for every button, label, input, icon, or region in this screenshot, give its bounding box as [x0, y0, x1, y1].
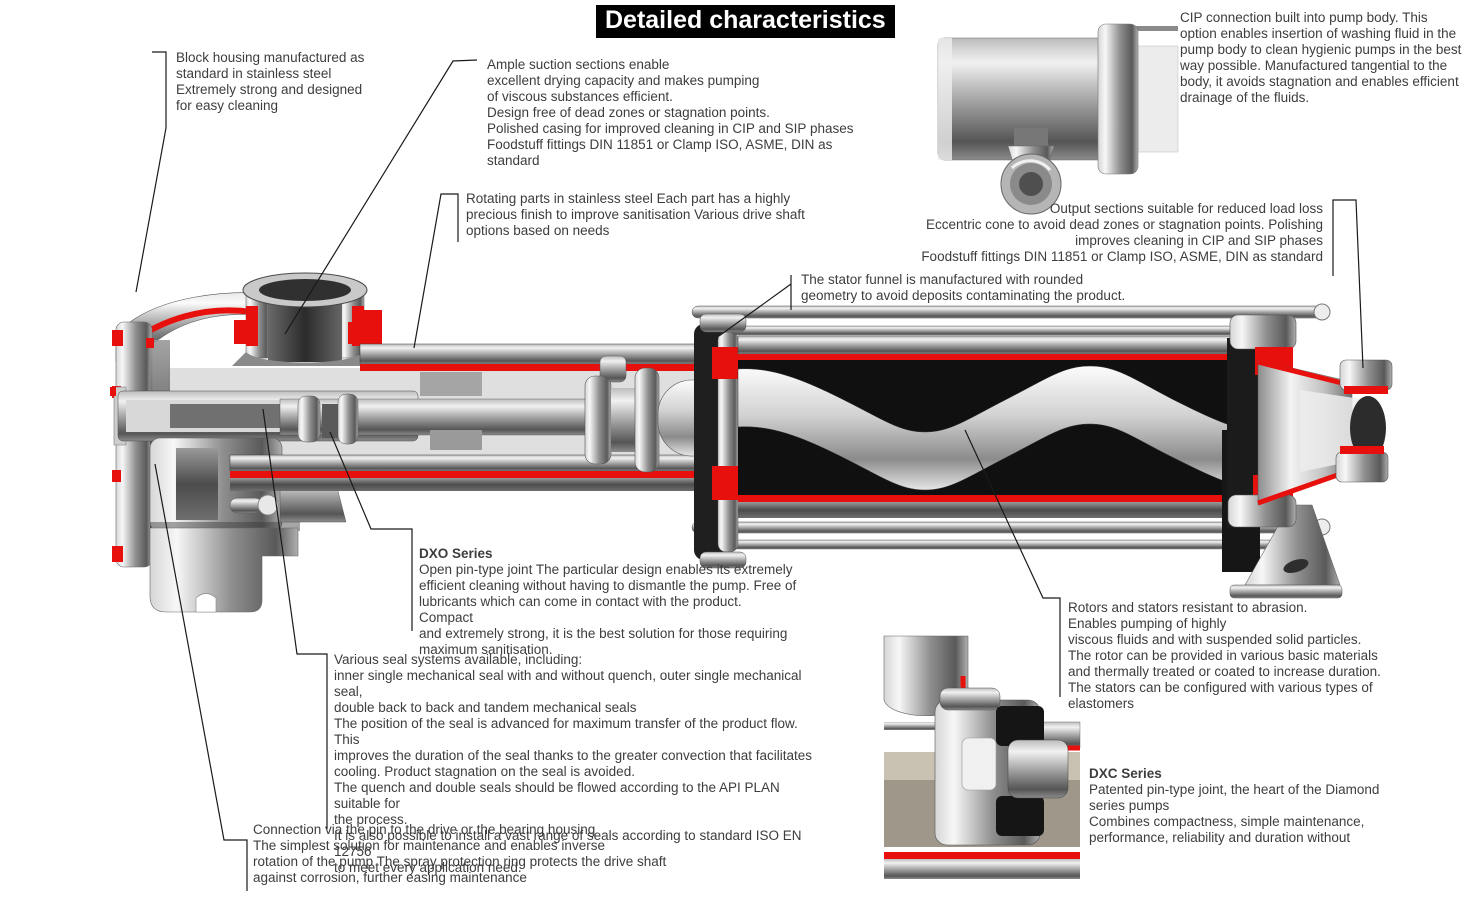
- annotation-suction: Ample suction sections enable excellent …: [487, 57, 854, 168]
- annotation-rotating-parts: Rotating parts in stainless steel Each p…: [466, 191, 805, 238]
- stator-front-flange: [694, 313, 747, 569]
- stator-and-rotor: [737, 335, 1259, 518]
- leader-suction: [284, 59, 478, 335]
- annotation-rotors: Rotors and stators resistant to abrasion…: [1068, 600, 1381, 711]
- annotation-connection: Connection via the pin to the drive or t…: [253, 822, 667, 885]
- leader-lines: [135, 51, 1364, 891]
- left-foot: [149, 527, 299, 613]
- annotation-output: Output sections suitable for reduced loa…: [921, 201, 1323, 264]
- leader-stator-funnel: [718, 275, 792, 337]
- dxo-series-heading: DXO Series: [419, 546, 493, 561]
- annotation-cip: CIP connection built into pump body. Thi…: [1180, 10, 1462, 105]
- leader-dxo: [329, 431, 413, 631]
- leader-block-housing: [135, 51, 167, 293]
- leader-rotating-parts: [413, 193, 459, 349]
- discharge-cone: [1257, 359, 1393, 506]
- page-title: Detailed characteristics: [596, 5, 895, 38]
- dxc-series-body: Patented pin-type joint, the heart of th…: [1089, 782, 1380, 845]
- leader-output: [1332, 199, 1364, 369]
- dxc-series-heading: DXC Series: [1089, 766, 1162, 781]
- drive-side-pin-joint: [297, 393, 359, 445]
- pump-cutaway-illustration: [110, 272, 1393, 613]
- annotation-seals: Various seal systems available, includin…: [334, 652, 813, 875]
- leader-rotors: [964, 429, 1061, 697]
- leader-connection: [154, 463, 248, 891]
- annotation-stator-funnel: The stator funnel is manufactured with r…: [801, 272, 1126, 303]
- dxo-series-body: Open pin-type joint The particular desig…: [419, 562, 797, 657]
- annotation-block-housing: Block housing manufactured as standard i…: [176, 50, 365, 113]
- dxc-joint-detail: [883, 635, 1081, 879]
- cip-connection-detail: [937, 23, 1179, 215]
- suction-port: [232, 272, 382, 366]
- leader-seals: [262, 408, 328, 829]
